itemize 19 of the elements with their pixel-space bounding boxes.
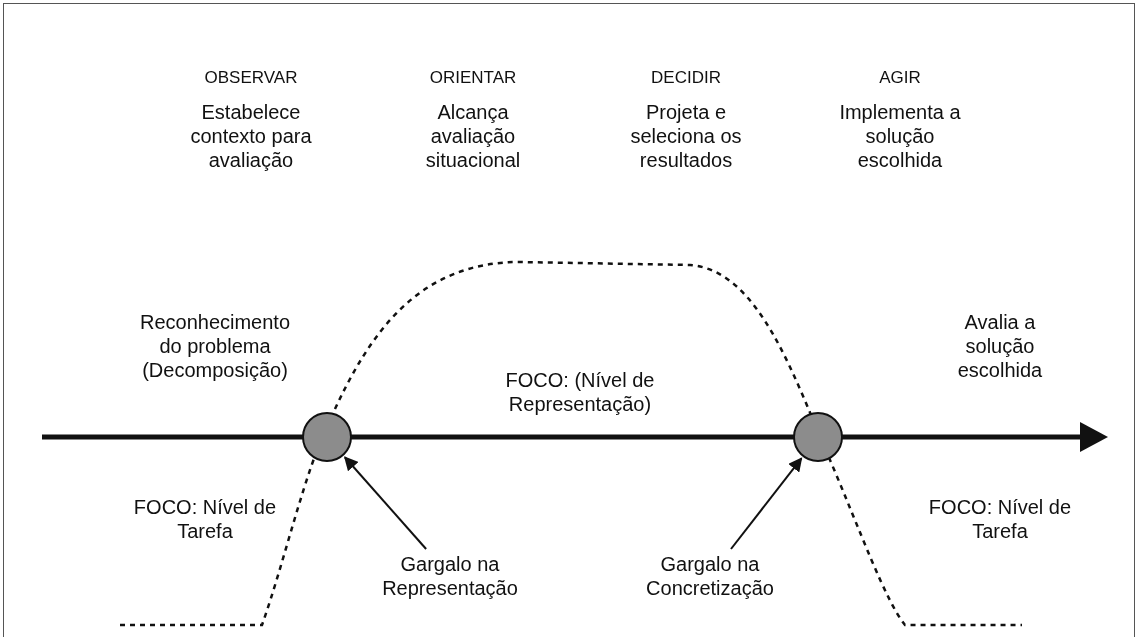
phase-heading: DECIDIR: [650, 68, 722, 89]
phase-description: Projeta e seleciona os resultados: [629, 100, 743, 172]
stage-label: Reconhecimento do problema (Decomposição): [138, 310, 292, 382]
phase-heading: ORIENTAR: [428, 68, 518, 89]
focus-label: FOCO: Nível de Tarefa: [927, 495, 1073, 543]
arrow: [730, 457, 803, 550]
focus-label: FOCO: (Nível de Representação): [504, 368, 656, 416]
stage-label: Avalia a solução escolhida: [956, 310, 1044, 382]
bottleneck-circle: [302, 412, 352, 462]
focus-label: FOCO: Nível de Tarefa: [132, 495, 278, 543]
phase-description: Implementa a solução escolhida: [838, 100, 962, 172]
phase-heading: AGIR: [878, 68, 922, 89]
phase-description: Alcança avaliação situacional: [424, 100, 522, 172]
arrow: [343, 456, 428, 550]
phase-description: Estabelece contexto para avaliação: [189, 100, 313, 172]
phase-heading: OBSERVAR: [203, 68, 299, 89]
bottleneck-label: Gargalo na Concretização: [615, 552, 805, 600]
bottleneck-circle: [793, 412, 843, 462]
bottleneck-label: Gargalo na Representação: [355, 552, 545, 600]
